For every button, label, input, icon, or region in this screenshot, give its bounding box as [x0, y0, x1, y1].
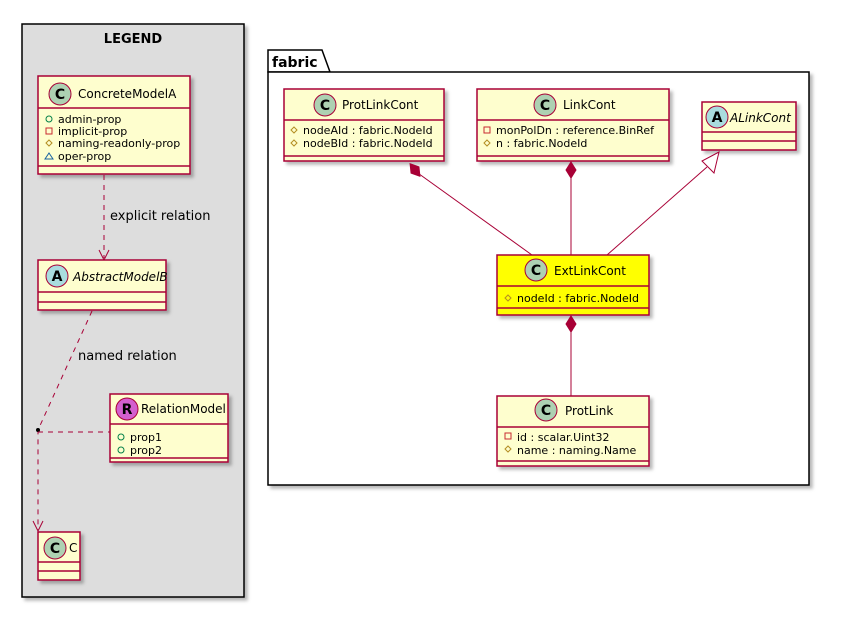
attribute-row: implicit-prop: [45, 125, 127, 138]
class-badge-c-icon: C: [48, 82, 72, 106]
attribute-row: prop2: [117, 444, 162, 457]
attribute-row: prop1: [117, 431, 162, 444]
attribute-label: admin-prop: [58, 113, 121, 126]
svg-text:C: C: [55, 87, 65, 103]
class-badge-c-icon: C: [533, 93, 557, 117]
class-name: ConcreteModelA: [78, 87, 177, 101]
class-badge-r-icon: R: [115, 397, 139, 421]
attribute-label: nodeAId : fabric.NodeId: [303, 124, 433, 137]
class-c[interactable]: C C: [37, 531, 81, 581]
attribute-label: id : scalar.Uint32: [517, 431, 609, 444]
attribute-label: nodeId : fabric.NodeId: [517, 292, 639, 305]
class-a-link-cont[interactable]: A ALinkCont: [701, 101, 797, 151]
class-abstract-model-b[interactable]: A AbstractModelB: [37, 259, 168, 311]
attribute-row: id : scalar.Uint32: [504, 431, 609, 444]
attribute-row: admin-prop: [45, 113, 121, 126]
svg-text:A: A: [712, 110, 723, 126]
attribute-row: n : fabric.NodeId: [483, 137, 587, 150]
relation-label: explicit relation: [110, 209, 210, 224]
svg-text:C: C: [531, 263, 541, 279]
relation-named: named relation: [32, 310, 177, 533]
svg-text:C: C: [540, 98, 550, 114]
class-name: ProtLink: [565, 404, 613, 418]
class-name: ExtLinkCont: [554, 264, 626, 278]
attribute-row: naming-readonly-prop: [45, 137, 180, 150]
attribute-row: nodeAId : fabric.NodeId: [290, 124, 433, 137]
class-badge-a-icon: A: [705, 105, 729, 129]
legend-title: LEGEND: [104, 32, 163, 47]
attribute-label: oper-prop: [58, 150, 111, 163]
attribute-row: oper-prop: [44, 150, 111, 163]
class-name: LinkCont: [563, 98, 616, 112]
attribute-row: nodeBId : fabric.NodeId: [290, 137, 433, 150]
class-prot-link[interactable]: C ProtLink id : scalar.Uint32 name : nam…: [496, 395, 650, 467]
class-name: ALinkCont: [729, 111, 792, 125]
attribute-label: name : naming.Name: [517, 444, 637, 457]
attribute-label: n : fabric.NodeId: [496, 137, 587, 150]
attribute-label: naming-readonly-prop: [58, 137, 180, 150]
class-name: RelationModel: [141, 402, 226, 416]
svg-text:R: R: [122, 402, 133, 418]
class-badge-c-icon: C: [43, 536, 67, 560]
attribute-label: prop2: [130, 444, 162, 457]
class-badge-c-icon: C: [524, 258, 548, 282]
attribute-row: name : naming.Name: [504, 444, 637, 457]
attribute-row: nodeId : fabric.NodeId: [504, 292, 639, 305]
attribute-label: implicit-prop: [58, 125, 127, 138]
class-link-cont[interactable]: C LinkCont monPolDn : reference.BinRef n…: [476, 88, 670, 162]
class-name: C: [69, 541, 77, 555]
class-prot-link-cont[interactable]: C ProtLinkCont nodeAId : fabric.NodeId n…: [283, 88, 445, 162]
composition-linkcont-extlinkcont: [565, 161, 577, 255]
relation-label: named relation: [78, 349, 177, 364]
svg-text:C: C: [541, 403, 551, 419]
class-concrete-model-a[interactable]: C ConcreteModelA admin-prop implicit-pro…: [37, 75, 191, 175]
attribute-label: prop1: [130, 431, 162, 444]
attribute-label: monPolDn : reference.BinRef: [496, 124, 655, 137]
generalization-extlinkcont-alinkcont: [606, 151, 720, 256]
class-ext-link-cont[interactable]: C ExtLinkCont nodeId : fabric.NodeId: [496, 254, 650, 316]
package-title: fabric: [272, 55, 318, 71]
class-name: AbstractModelB: [72, 270, 168, 284]
class-badge-a-icon: A: [45, 264, 69, 288]
class-badge-c-icon: C: [313, 93, 337, 117]
composition-protlinkcont-extlinkcont: [409, 162, 533, 256]
svg-text:C: C: [50, 541, 60, 557]
svg-text:A: A: [52, 269, 63, 285]
class-relation-model[interactable]: R RelationModel prop1 prop2: [109, 393, 229, 463]
svg-text:C: C: [320, 98, 330, 114]
class-name: ProtLinkCont: [342, 98, 419, 112]
attribute-label: nodeBId : fabric.NodeId: [303, 137, 433, 150]
attribute-row: monPolDn : reference.BinRef: [483, 124, 655, 137]
class-badge-c-icon: C: [534, 398, 558, 422]
composition-extlinkcont-protlink: [565, 315, 577, 396]
